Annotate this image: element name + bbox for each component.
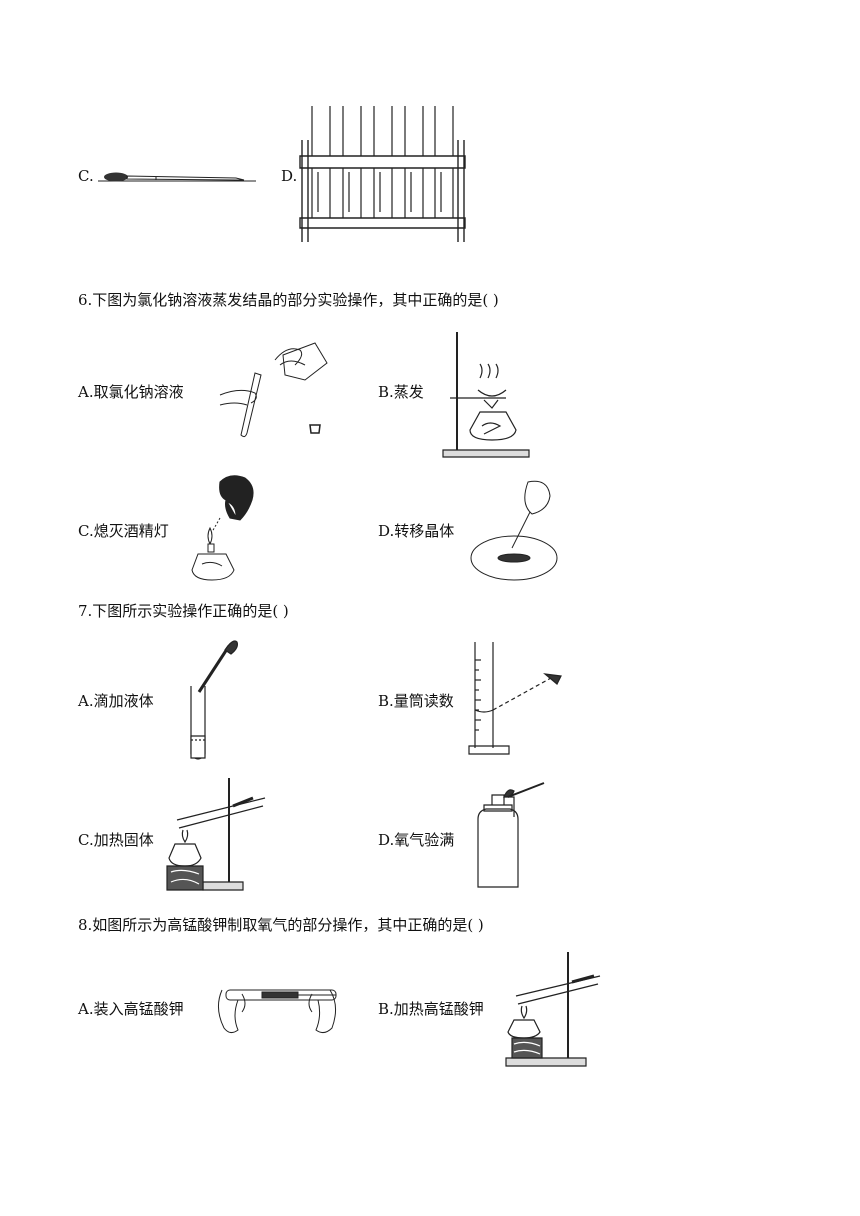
question-8-stem: 8.如图所示为高锰酸钾制取氧气的部分操作，其中正确的是( ) [78, 916, 484, 934]
test-tube-rack-illustration [298, 100, 468, 245]
question-7-stem: 7.下图所示实验操作正确的是( ) [78, 602, 289, 620]
q7-option-c-label: C.加热固体 [78, 831, 154, 849]
load-permanganate-illustration [212, 982, 342, 1042]
q5-option-c-label: C. [78, 167, 94, 185]
question-6-stem: 6.下图为氯化钠溶液蒸发结晶的部分实验操作，其中正确的是( ) [78, 291, 499, 309]
cylinder-reading-illustration [465, 640, 565, 756]
transfer-crystals-illustration [468, 476, 560, 584]
pour-solution-illustration [215, 335, 330, 440]
add-liquid-dropper-illustration [185, 636, 241, 766]
q6-option-a-label: A.取氯化钠溶液 [78, 383, 184, 401]
q6-option-d-label: D.转移晶体 [378, 522, 455, 540]
heat-permanganate-illustration [500, 950, 608, 1070]
evaporation-setup-illustration [440, 330, 532, 460]
dropper-illustration [96, 172, 258, 182]
q7-option-d-label: D.氧气验满 [378, 831, 455, 849]
q5-option-d-label: D. [281, 167, 298, 185]
blow-out-lamp-illustration [190, 472, 265, 584]
q6-option-b-label: B.蒸发 [378, 383, 424, 401]
q6-option-c-label: C.熄灭酒精灯 [78, 522, 169, 540]
q7-option-a-label: A.滴加液体 [78, 692, 154, 710]
heat-solid-illustration [163, 776, 268, 894]
oxygen-check-illustration [470, 783, 550, 893]
q8-option-a-label: A.装入高锰酸钾 [78, 1000, 184, 1018]
q8-option-b-label: B.加热高锰酸钾 [378, 1000, 484, 1018]
q7-option-b-label: B.量筒读数 [378, 692, 454, 710]
